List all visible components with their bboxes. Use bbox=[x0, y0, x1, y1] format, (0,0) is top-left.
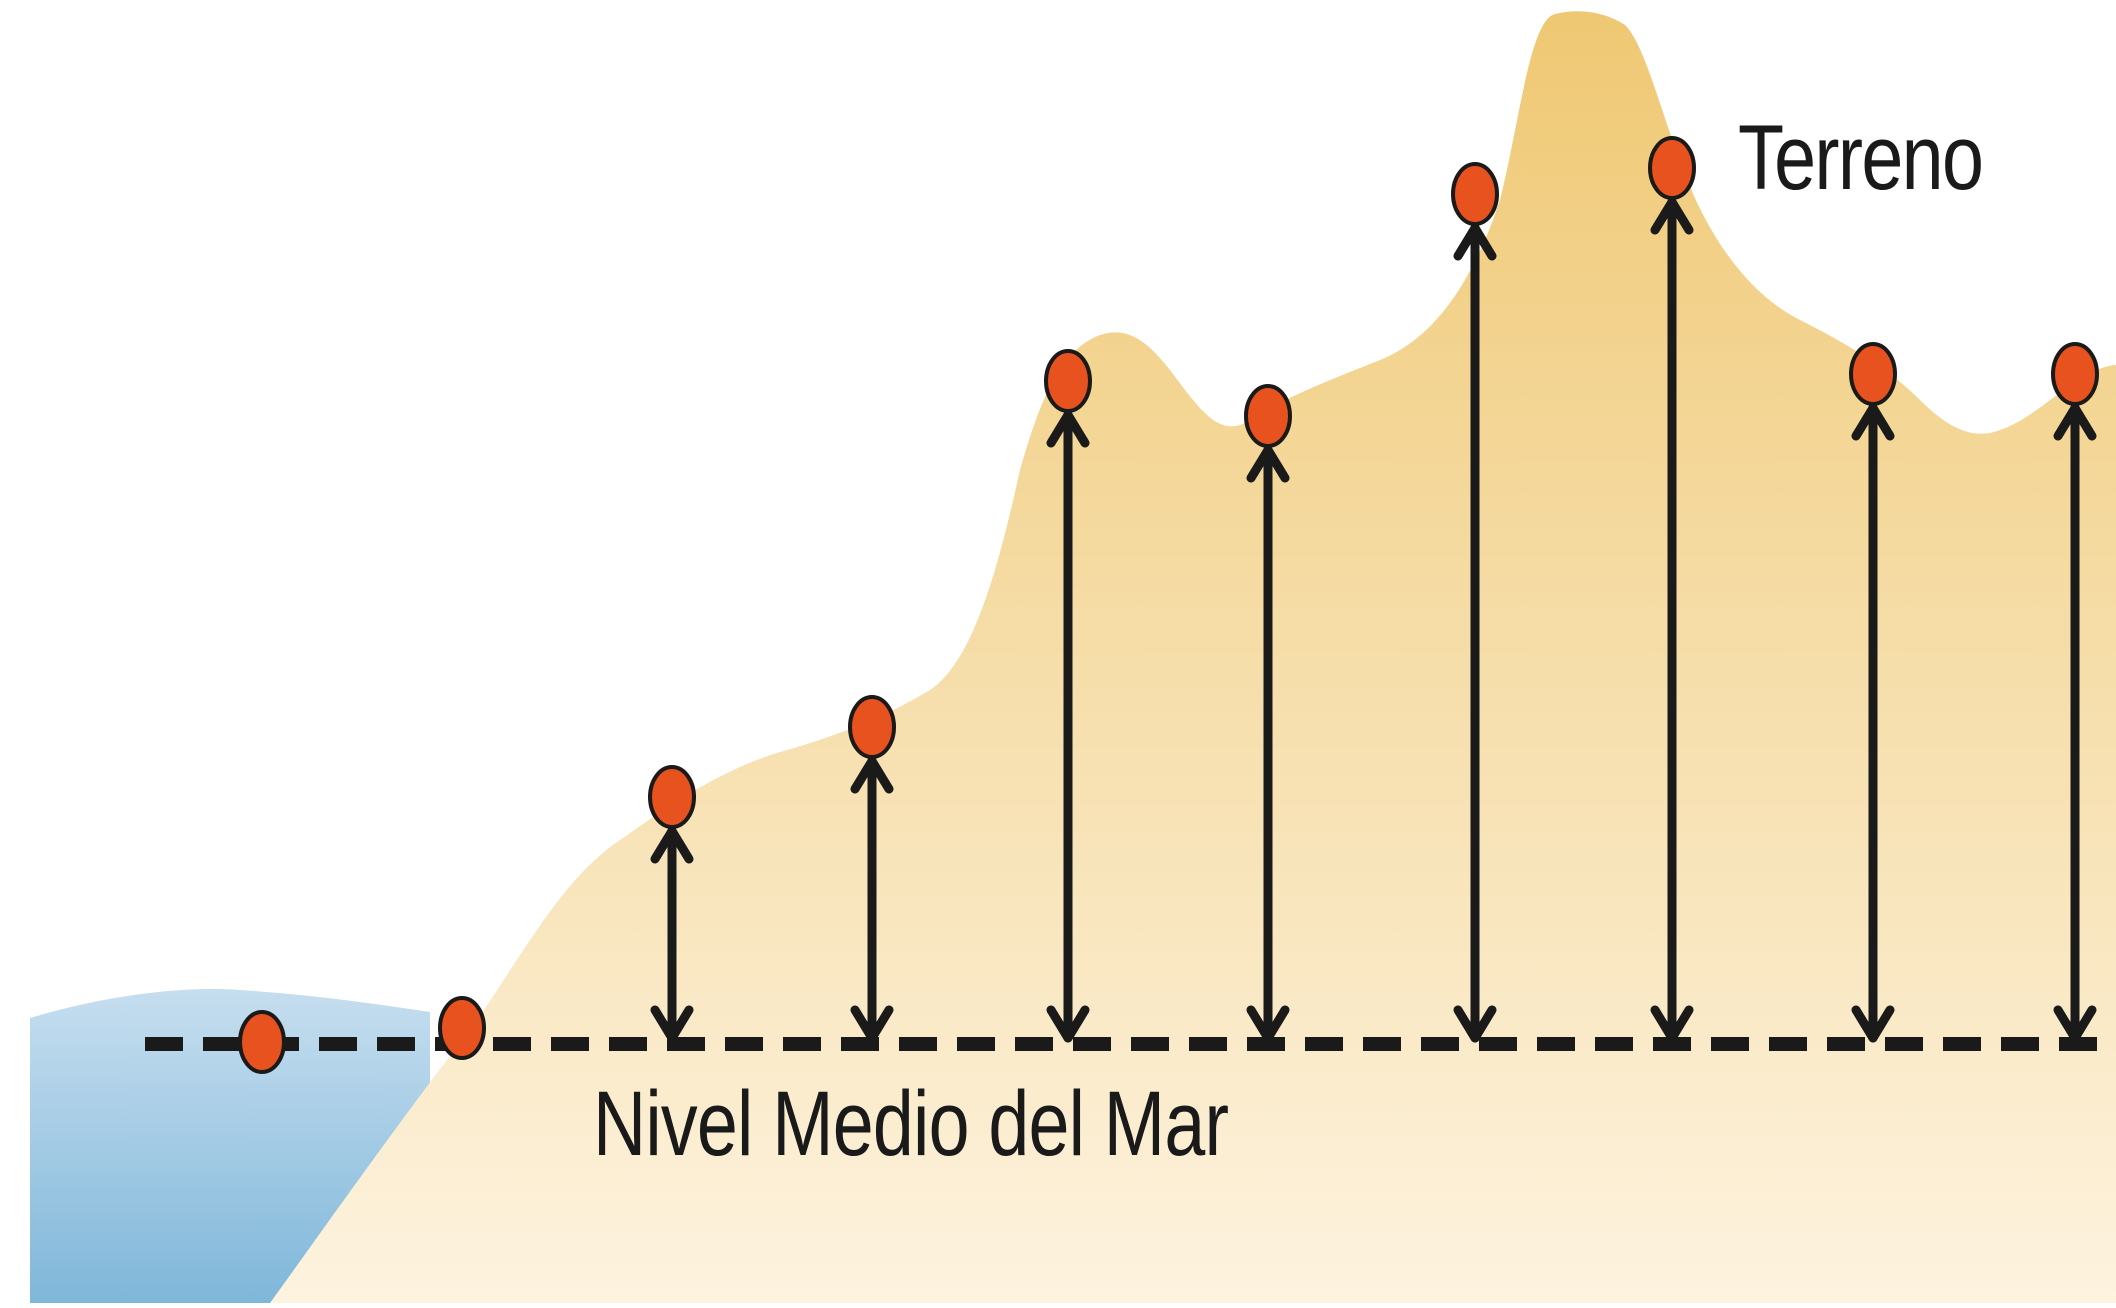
height-arrow-3 bbox=[650, 826, 694, 1043]
orange-point-marker-icon bbox=[1849, 342, 1897, 406]
point-markers bbox=[238, 136, 2099, 1074]
orange-point-marker-icon bbox=[1451, 162, 1499, 226]
sea-level-label: Nivel Medio del Mar bbox=[593, 1073, 1229, 1175]
height-arrow-9 bbox=[1851, 403, 1895, 1043]
height-arrow-7 bbox=[1453, 223, 1497, 1043]
orange-point-marker-icon bbox=[1044, 349, 1092, 413]
orange-point-marker-icon bbox=[648, 765, 696, 829]
height-arrow-10 bbox=[2053, 403, 2097, 1043]
orange-point-marker-icon bbox=[1244, 384, 1292, 448]
orange-point-marker-icon bbox=[2051, 342, 2099, 406]
height-arrow-6 bbox=[1246, 445, 1290, 1043]
orange-point-marker-icon bbox=[438, 996, 486, 1060]
height-arrow-5 bbox=[1046, 410, 1090, 1043]
height-arrows bbox=[650, 197, 2097, 1043]
orange-point-marker-icon bbox=[848, 695, 896, 759]
terrain-label: Terreno bbox=[1738, 107, 1984, 209]
height-arrow-4 bbox=[850, 756, 894, 1043]
height-arrow-8 bbox=[1650, 197, 1694, 1043]
orange-point-marker-icon bbox=[1648, 136, 1696, 200]
terrain-profile bbox=[270, 11, 2116, 1304]
orange-point-marker-icon bbox=[238, 1010, 286, 1074]
